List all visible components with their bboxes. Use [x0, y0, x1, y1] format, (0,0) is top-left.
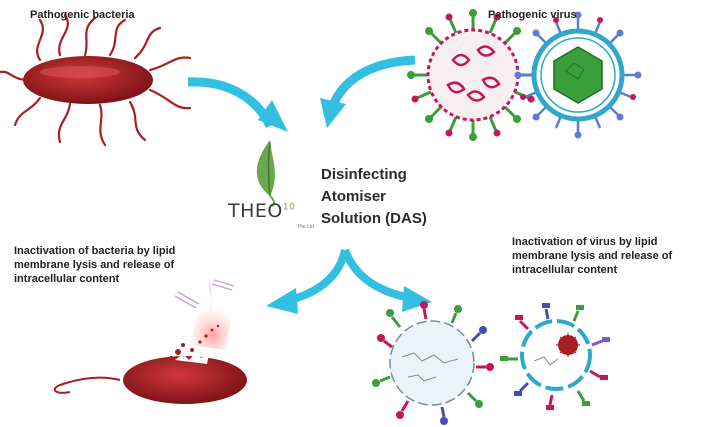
pathogenic-bacteria-label: Pathogenic bacteria: [30, 9, 135, 21]
arrow-das-to-bacteria: [266, 249, 349, 314]
virus-inactivation-line1: Inactivation of virus by lipid: [512, 236, 658, 248]
pathogenic-virus-label: Pathogenic virus: [488, 9, 577, 21]
das-title-line1: Disinfecting: [321, 166, 407, 183]
logo-brand: THEO10: [228, 200, 295, 222]
arrow-virus-to-das: [320, 55, 416, 128]
das-title-line2: Atomiser: [321, 188, 387, 205]
virus-inactivation-line3: intracellular content: [512, 264, 618, 276]
bacteria-inactivation-line1: Inactivation of bacteria by lipid: [14, 245, 176, 257]
lysed-virus-icon: [500, 303, 610, 410]
logo-superscript: 10: [282, 202, 296, 213]
lysed-virus-icon: [372, 301, 494, 425]
logo-brand-text: THEO: [228, 200, 283, 222]
lysed-bacterium-icon: [53, 270, 247, 404]
virus-icon: [407, 9, 539, 141]
leaf-icon: [256, 140, 276, 207]
bacteria-inactivation-line3: intracellular content: [14, 273, 120, 285]
virus-icon: [514, 11, 642, 139]
das-title-line3: Solution (DAS): [321, 210, 427, 227]
bacterium-icon: [0, 13, 192, 147]
arrow-bacteria-to-das: [187, 77, 288, 132]
arrow-das-to-virus: [341, 248, 432, 312]
logo-suffix: Pte Ltd: [298, 224, 314, 230]
bacteria-inactivation-line2: membrane lysis and release of: [14, 259, 175, 271]
virus-inactivation-line2: membrane lysis and release of: [512, 250, 673, 262]
